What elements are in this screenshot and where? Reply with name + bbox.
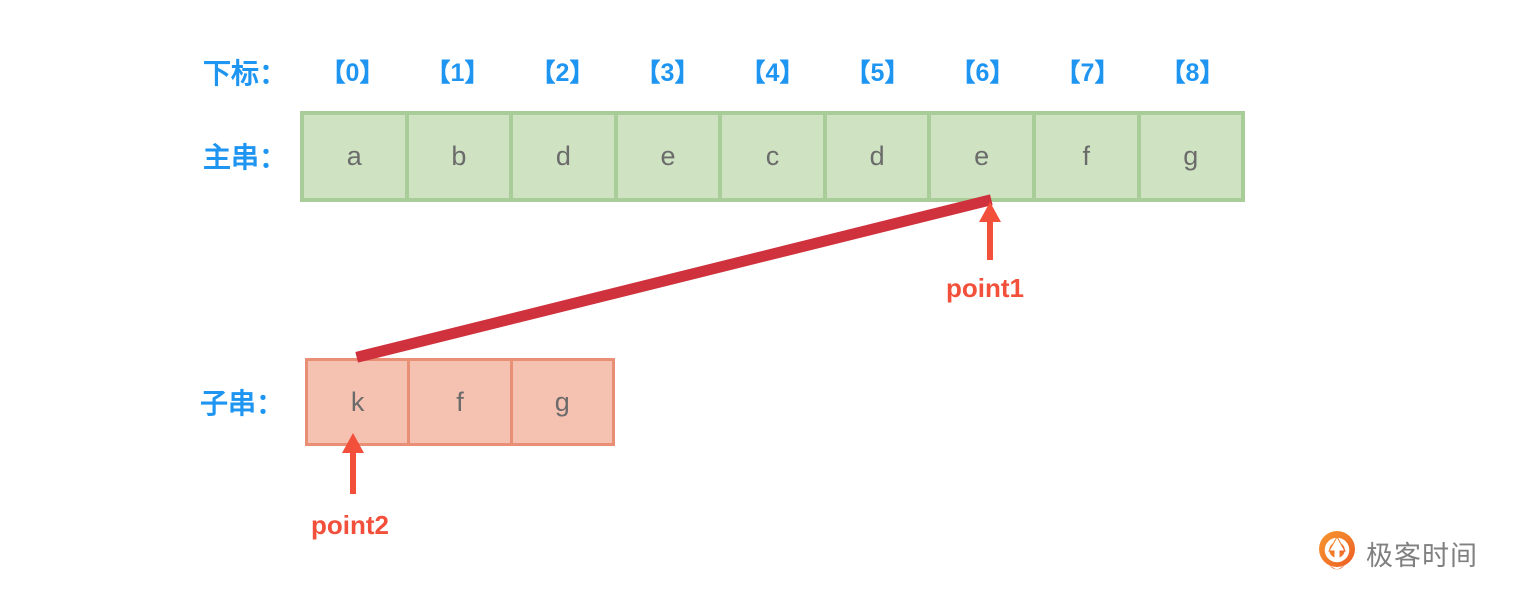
- main-cell-8: g: [1140, 115, 1242, 198]
- main-string-label: 主串：: [203, 142, 288, 173]
- point2-label: point2: [311, 510, 389, 540]
- main-cell-1: b: [408, 115, 514, 198]
- match-line: [355, 194, 993, 363]
- index-label-6: 【6】: [950, 59, 1015, 87]
- sub-string-row: k f g: [305, 358, 615, 446]
- main-cell-4: c: [722, 115, 827, 198]
- sub-cell-2: g: [512, 361, 612, 443]
- index-label-7: 【7】: [1055, 59, 1120, 87]
- index-row-label: 下标：: [203, 58, 288, 89]
- main-cell-0: a: [304, 115, 409, 198]
- sub-cell-1: f: [410, 361, 513, 443]
- point1-arrow-icon: [979, 202, 1001, 260]
- index-label-1: 【1】: [425, 59, 490, 87]
- index-label-3: 【3】: [635, 59, 700, 87]
- main-cell-5: d: [826, 115, 932, 198]
- index-label-4: 【4】: [740, 59, 805, 87]
- index-label-2: 【2】: [530, 59, 595, 87]
- main-cell-7: f: [1035, 115, 1141, 198]
- index-label-8: 【8】: [1160, 59, 1225, 87]
- main-string-row: a b d e c d e f g: [300, 111, 1245, 202]
- geektime-logo: 极客时间: [1318, 530, 1478, 576]
- main-cell-3: e: [617, 115, 723, 198]
- point1-label: point1: [946, 273, 1024, 303]
- index-label-0: 【0】: [320, 59, 385, 87]
- sub-cell-0: k: [308, 361, 411, 443]
- main-cell-6: e: [931, 115, 1036, 198]
- index-label-5: 【5】: [845, 59, 910, 87]
- main-cell-2: d: [513, 115, 618, 198]
- geektime-logo-icon: [1319, 531, 1355, 570]
- sub-string-label: 子串：: [200, 388, 285, 419]
- geektime-logo-text: 极客时间: [1366, 540, 1478, 571]
